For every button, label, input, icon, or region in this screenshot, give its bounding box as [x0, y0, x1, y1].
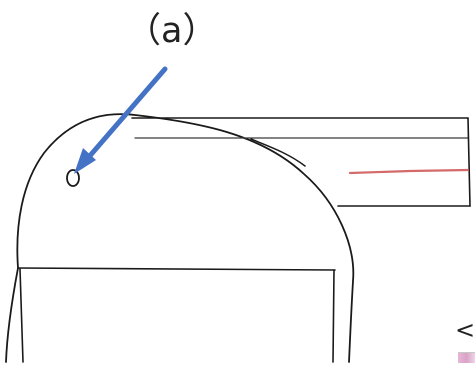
edge-left-angle-glyph: < — [455, 316, 475, 344]
base-box-right — [332, 269, 335, 363]
callout-arrow-shaft — [85, 66, 168, 161]
callout-label-a: （a） — [126, 11, 218, 51]
point-a-marker — [66, 169, 80, 187]
bar-end-cap — [467, 117, 471, 207]
base-box-left — [19, 268, 24, 363]
dome-left-edge — [5, 267, 19, 363]
bar-inner-curve — [250, 138, 306, 167]
callout-arrow-head — [74, 148, 96, 174]
red-mark-line — [348, 168, 470, 175]
base-box-top — [17, 267, 336, 271]
dome-outline — [16, 113, 355, 363]
edge-pink-mark — [458, 352, 475, 363]
